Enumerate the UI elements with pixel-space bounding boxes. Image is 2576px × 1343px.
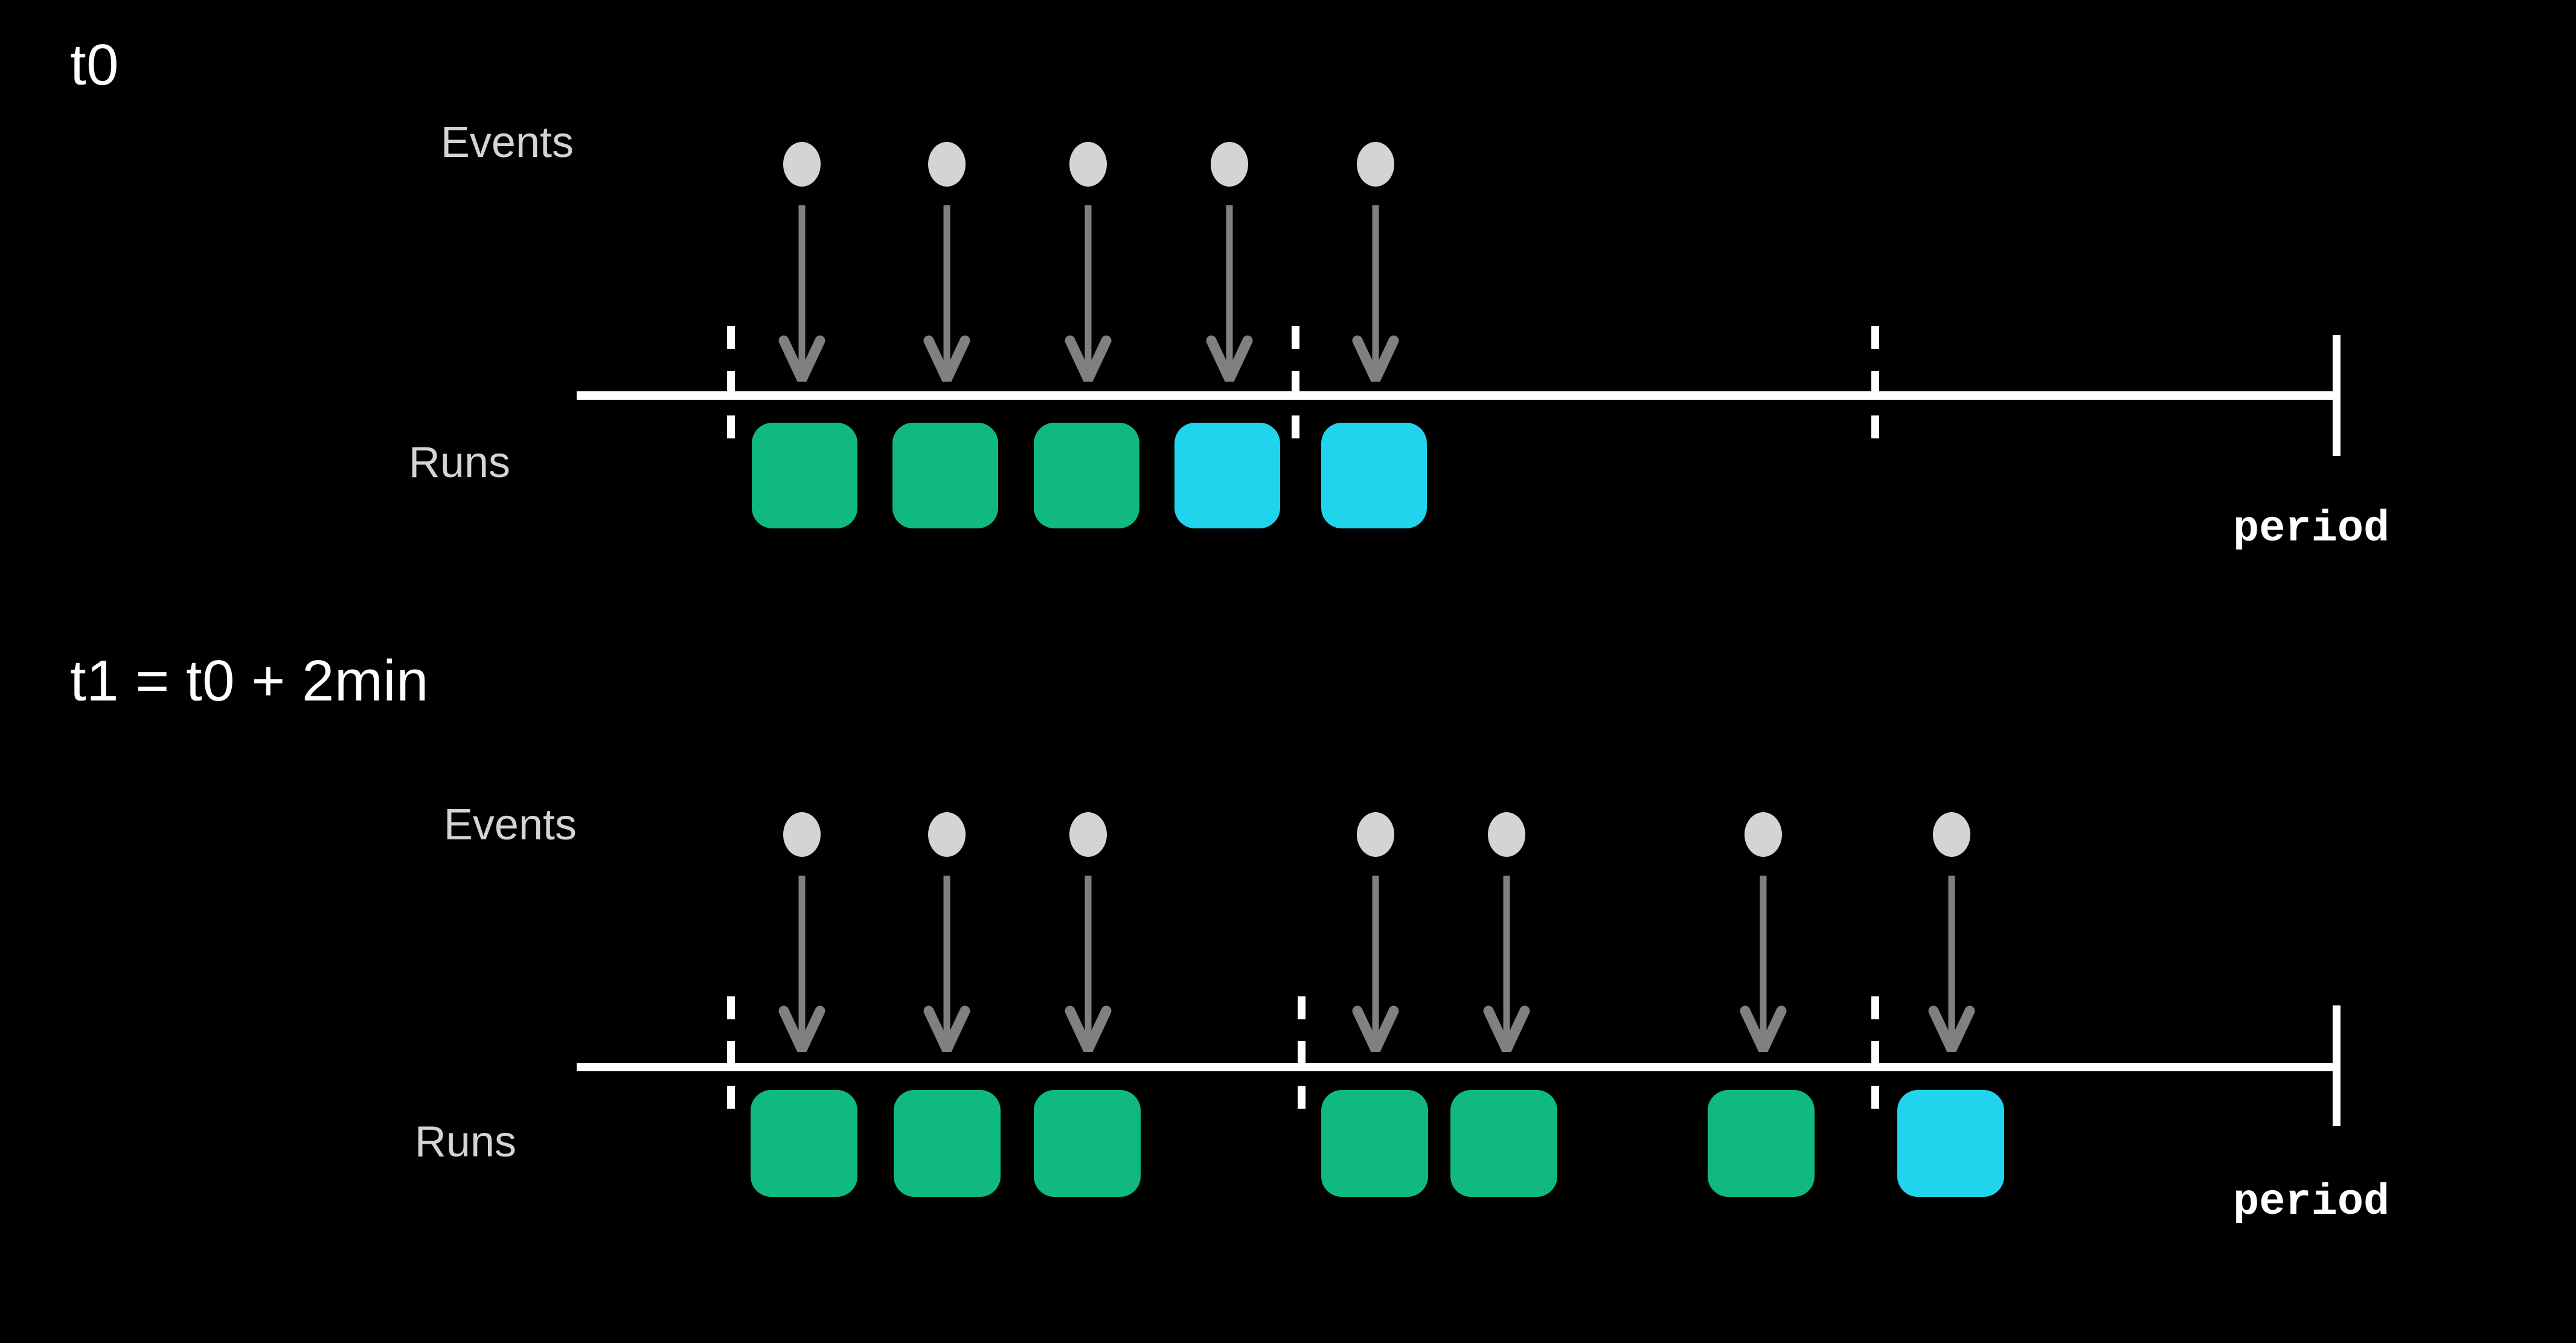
event-dot-t0-1 <box>928 142 966 187</box>
event-arrow-t1-4 <box>1481 876 1532 1052</box>
timeline-axis-t1 <box>577 1063 2337 1071</box>
timeline-axis-t0 <box>577 391 2337 400</box>
event-arrow-t1-5 <box>1738 876 1789 1052</box>
events-row-label-t1: Events <box>443 801 577 849</box>
event-dot-t0-0 <box>783 142 821 187</box>
run-box-t1-1[interactable] <box>894 1090 1001 1197</box>
event-dot-t1-0 <box>783 812 821 857</box>
period-boundary-t0-2 <box>1871 326 1879 453</box>
event-dot-t0-3 <box>1211 142 1248 187</box>
event-dot-t0-2 <box>1069 142 1107 187</box>
event-arrow-t0-3 <box>1204 205 1255 382</box>
run-box-t0-1[interactable] <box>892 423 998 528</box>
event-arrow-t0-0 <box>777 205 827 382</box>
run-box-t0-3[interactable] <box>1174 423 1280 528</box>
period-end-tick-t0 <box>2333 335 2341 456</box>
run-box-t1-5[interactable] <box>1708 1090 1815 1197</box>
event-arrow-t0-4 <box>1350 205 1401 382</box>
run-box-t1-0[interactable] <box>751 1090 857 1197</box>
runs-row-label-t0: Runs <box>408 438 510 487</box>
event-dot-t1-2 <box>1069 812 1107 857</box>
event-arrow-t1-0 <box>777 876 827 1052</box>
event-dot-t1-3 <box>1357 812 1394 857</box>
period-label-t0: period <box>2233 504 2390 554</box>
section-title-t1: t1 = t0 + 2min <box>70 649 429 713</box>
run-box-t1-3[interactable] <box>1321 1090 1428 1197</box>
run-box-t0-2[interactable] <box>1034 423 1139 528</box>
event-dot-t1-5 <box>1745 812 1782 857</box>
period-boundary-t0-0 <box>727 326 735 453</box>
event-arrow-t0-1 <box>921 205 972 382</box>
period-boundary-t1-2 <box>1871 996 1879 1124</box>
run-box-t1-6[interactable] <box>1897 1090 2004 1197</box>
run-box-t1-4[interactable] <box>1450 1090 1557 1197</box>
event-arrow-t1-3 <box>1350 876 1401 1052</box>
runs-row-label-t1: Runs <box>414 1118 516 1166</box>
event-arrow-t1-1 <box>921 876 972 1052</box>
event-arrow-t1-6 <box>1926 876 1977 1052</box>
period-end-tick-t1 <box>2333 1005 2341 1126</box>
event-arrow-t0-2 <box>1063 205 1113 382</box>
run-box-t0-4[interactable] <box>1321 423 1427 528</box>
run-box-t0-0[interactable] <box>752 423 857 528</box>
period-boundary-t1-1 <box>1298 996 1306 1124</box>
event-dot-t1-4 <box>1488 812 1525 857</box>
event-dot-t1-6 <box>1933 812 1970 857</box>
event-arrow-t1-2 <box>1063 876 1113 1052</box>
events-row-label-t0: Events <box>440 118 574 167</box>
period-boundary-t1-0 <box>727 996 735 1124</box>
period-label-t1: period <box>2233 1178 2390 1227</box>
run-box-t1-2[interactable] <box>1034 1090 1141 1197</box>
event-dot-t0-4 <box>1357 142 1394 187</box>
section-title-t0: t0 <box>70 33 120 97</box>
event-dot-t1-1 <box>928 812 966 857</box>
period-boundary-t0-1 <box>1292 326 1299 453</box>
